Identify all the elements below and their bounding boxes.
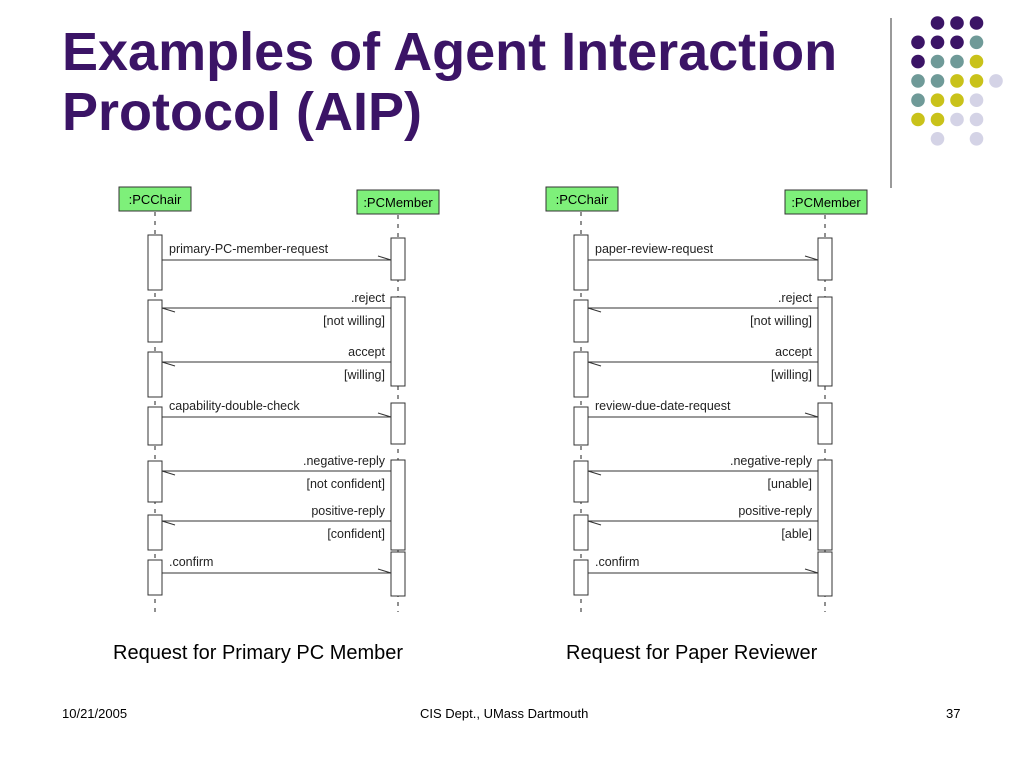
arrowhead [161, 307, 176, 313]
activation-box [817, 402, 833, 445]
activation-box [817, 296, 833, 387]
decorative-dot [930, 132, 945, 146]
decorative-dot [911, 35, 925, 50]
message-label: review-due-date-request [595, 399, 731, 413]
message-label: positive-reply [311, 504, 385, 518]
decorative-dot [930, 54, 945, 69]
decorative-dot [930, 112, 945, 127]
arrowhead [804, 568, 819, 574]
message-label: .confirm [595, 555, 639, 569]
decorative-dot [950, 54, 964, 69]
activation-box [817, 459, 833, 551]
decorative-dot [969, 93, 984, 107]
activation-box [390, 237, 406, 281]
activation-box [573, 351, 589, 398]
arrowhead [377, 568, 392, 574]
message-label: .reject [351, 291, 386, 305]
activation-box [147, 559, 163, 596]
caption-reviewer: Request for Paper Reviewer [566, 642, 818, 664]
message-guard: [willing] [344, 368, 385, 382]
decorative-dot [950, 112, 964, 127]
activation-box [817, 551, 833, 597]
arrowhead [587, 307, 602, 313]
footer-date: 10/21/2005 [62, 706, 128, 721]
activation-box [147, 460, 163, 503]
activation-box [817, 237, 833, 281]
message-guard: [willing] [771, 368, 812, 382]
activation-box [147, 299, 163, 343]
message-label: .negative-reply [730, 454, 813, 468]
slide-title-line-2: Protocol (AIP) [62, 82, 422, 142]
arrowhead [587, 470, 602, 476]
footer-department: CIS Dept., UMass Dartmouth [420, 706, 589, 721]
decorative-dot [930, 93, 945, 107]
message-label: .reject [778, 291, 813, 305]
activation-box [573, 406, 589, 446]
message-guard: [not confident] [306, 477, 385, 491]
decorative-dot [950, 35, 964, 50]
message-label: .negative-reply [303, 454, 386, 468]
message-label: capability-double-check [169, 399, 300, 413]
slide-title-line-1: Examples of Agent Interaction [62, 22, 838, 82]
arrowhead [587, 361, 602, 367]
activation-box [147, 351, 163, 398]
activation-box [390, 296, 406, 387]
arrowhead [587, 520, 602, 526]
decorative-dot [911, 74, 925, 88]
activation-box [573, 559, 589, 596]
decorative-dot [950, 93, 964, 107]
activation-box [390, 402, 406, 445]
slide-title: Examples of Agent Interaction Protocol (… [62, 22, 882, 142]
decorative-dot [950, 16, 964, 30]
arrowhead [161, 470, 176, 476]
message-label: .confirm [169, 555, 213, 569]
decorative-dot [950, 74, 964, 88]
activation-box [573, 234, 589, 291]
arrowhead [804, 412, 819, 418]
message-guard: [able] [781, 527, 812, 541]
decorative-dot [930, 74, 945, 88]
message-label: paper-review-request [595, 242, 714, 256]
arrowhead [377, 412, 392, 418]
activation-box [573, 514, 589, 551]
decorative-dot [930, 35, 945, 50]
message-label: accept [348, 345, 385, 359]
decorative-dot-grid [911, 16, 1003, 146]
message-guard: [unable] [768, 477, 812, 491]
activation-box [573, 299, 589, 343]
footer-page-number: 37 [946, 706, 961, 721]
message-guard: [confident] [327, 527, 385, 541]
activation-box [147, 406, 163, 446]
decorative-dot [911, 54, 925, 69]
message-label: positive-reply [738, 504, 812, 518]
arrowhead [161, 361, 176, 367]
decorative-dot [969, 74, 984, 88]
decorative-dot [969, 132, 984, 146]
activation-box [147, 514, 163, 551]
activation-box [147, 234, 163, 291]
activation-box [573, 460, 589, 503]
activation-box [390, 551, 406, 597]
message-guard: [not willing] [323, 314, 385, 328]
decorative-dot [911, 112, 925, 127]
decorative-dot [989, 74, 1003, 88]
message-guard: [not willing] [750, 314, 812, 328]
decorative-dot [969, 54, 984, 69]
caption-primary: Request for Primary PC Member [113, 642, 404, 664]
arrowhead [377, 255, 392, 261]
activation-box [390, 459, 406, 551]
decorative-dot [911, 93, 925, 107]
title-divider-line [890, 18, 892, 188]
decorative-dot [969, 35, 984, 50]
arrowhead [161, 520, 176, 526]
decorative-dot [969, 112, 984, 127]
decorative-dot [969, 16, 984, 30]
decorative-dot [930, 16, 945, 30]
arrowhead [804, 255, 819, 261]
message-label: primary-PC-member-request [169, 242, 329, 256]
message-label: accept [775, 345, 812, 359]
